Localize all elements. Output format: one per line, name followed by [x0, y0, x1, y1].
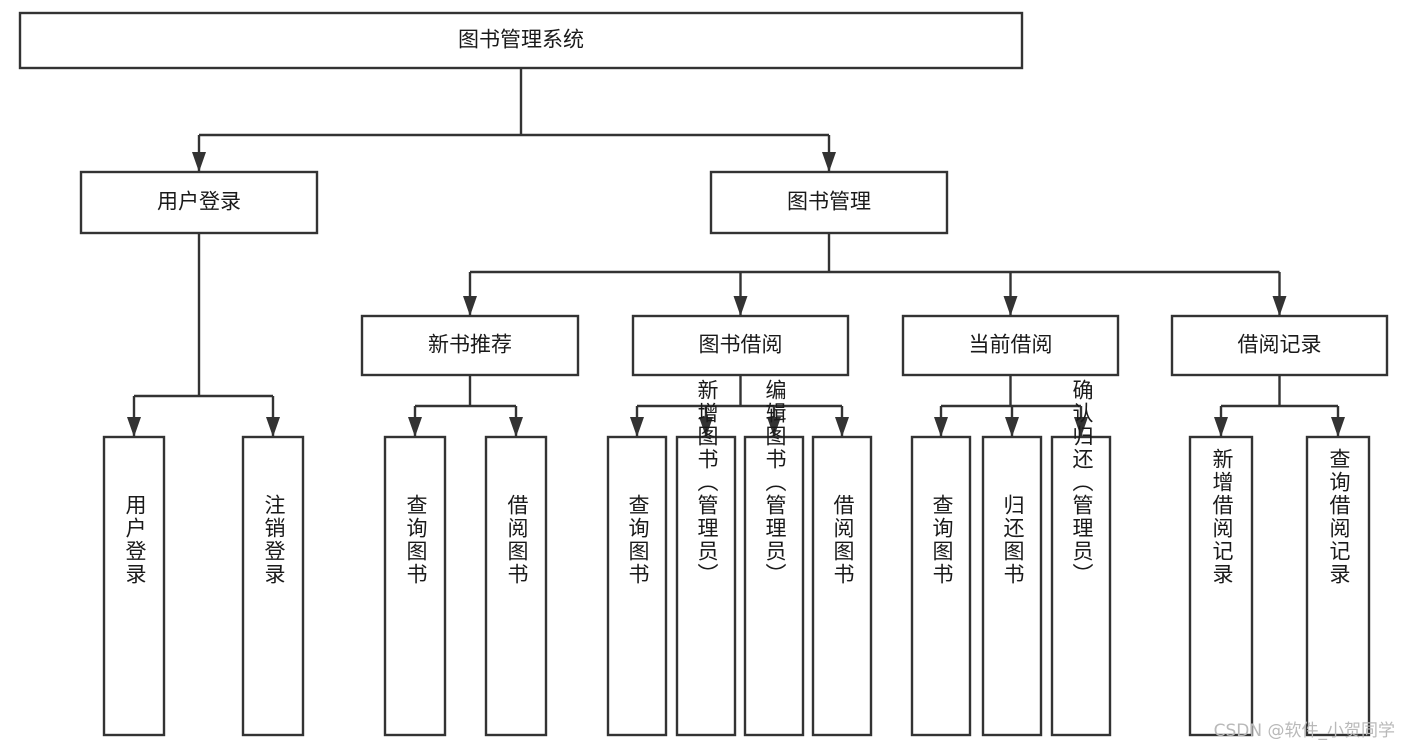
arrow-head-icon — [835, 417, 849, 437]
node-label: 用户登录 — [157, 190, 241, 214]
arrow-head-icon — [1331, 417, 1345, 437]
arrow-head-icon — [1272, 296, 1287, 316]
arrow-head-icon — [1214, 417, 1228, 437]
node-label: 借阅图书 — [831, 494, 855, 586]
arrow-head-icon — [1005, 417, 1019, 437]
node-label: 查询借阅记录 — [1327, 448, 1351, 586]
node-l3_a[interactable]: 新书推荐 — [360, 314, 580, 377]
arrow-head-icon — [767, 417, 781, 437]
node-label: 编辑图书（管理员） — [763, 379, 787, 586]
arrow-head-icon — [463, 296, 477, 316]
nodes-layer: 图书管理系统用户登录图书管理新书推荐图书借阅当前借阅借阅记录用户登录注销登录查询… — [18, 11, 1389, 737]
node-box[interactable] — [79, 170, 319, 235]
node-root[interactable]: 图书管理系统 — [18, 11, 1024, 70]
node-label: 借阅记录 — [1238, 333, 1322, 357]
connector-group-l2_b — [463, 233, 1287, 316]
node-box[interactable] — [901, 314, 1120, 377]
node-box[interactable] — [241, 435, 305, 737]
node-l3_b[interactable]: 图书借阅 — [631, 314, 850, 377]
node-leaf_3[interactable]: 查询图书 — [383, 435, 447, 737]
arrow-head-icon — [127, 417, 141, 437]
node-leaf_10[interactable]: 归还图书 — [981, 435, 1043, 737]
arrow-head-icon — [733, 296, 748, 316]
node-box[interactable] — [675, 435, 737, 737]
node-label: 归还图书 — [1001, 494, 1025, 586]
arrow-head-icon — [1074, 417, 1088, 437]
node-leaf_6[interactable]: 新增图书（管理员） — [675, 379, 737, 737]
node-box[interactable] — [1050, 435, 1112, 737]
node-box[interactable] — [743, 435, 805, 737]
connector-group-root — [192, 68, 836, 172]
node-label: 新增借阅记录 — [1210, 448, 1234, 586]
arrow-head-icon — [408, 417, 422, 437]
connector-group-l3_c — [934, 375, 1088, 437]
node-box[interactable] — [1170, 314, 1389, 377]
watermark-text: CSDN @软件_小贺同学 — [1213, 721, 1395, 741]
node-label: 新书推荐 — [428, 333, 512, 357]
arrow-head-icon — [192, 152, 206, 172]
arrow-head-icon — [266, 417, 280, 437]
node-label: 借阅图书 — [505, 494, 529, 586]
node-box[interactable] — [102, 435, 166, 737]
connector-group-l2_a — [127, 233, 280, 437]
node-box[interactable] — [981, 435, 1043, 737]
node-l3_c[interactable]: 当前借阅 — [901, 314, 1120, 377]
arrow-head-icon — [699, 417, 713, 437]
connector-group-l3_d — [1214, 375, 1345, 437]
arrow-head-icon — [934, 417, 948, 437]
node-box[interactable] — [631, 314, 850, 377]
node-label: 当前借阅 — [969, 333, 1053, 357]
node-leaf_9[interactable]: 查询图书 — [910, 435, 972, 737]
node-label: 确认归还（管理员） — [1070, 379, 1094, 586]
node-leaf_13[interactable]: 查询借阅记录 — [1305, 435, 1371, 737]
node-label: 用户登录 — [123, 494, 147, 586]
node-label: 查询图书 — [626, 494, 650, 586]
node-leaf_4[interactable]: 借阅图书 — [484, 435, 548, 737]
connector-group-l3_b — [630, 375, 849, 437]
arrow-head-icon — [1003, 296, 1018, 316]
node-leaf_12[interactable]: 新增借阅记录 — [1188, 435, 1254, 737]
node-label: 查询图书 — [930, 494, 954, 586]
node-box[interactable] — [811, 435, 873, 737]
node-label: 图书借阅 — [699, 333, 783, 357]
node-label: 查询图书 — [404, 494, 428, 586]
arrow-head-icon — [509, 417, 523, 437]
node-l2_b[interactable]: 图书管理 — [709, 170, 949, 235]
node-box[interactable] — [383, 435, 447, 737]
connector-group-l3_a — [408, 375, 523, 437]
node-box[interactable] — [1305, 435, 1371, 737]
arrow-head-icon — [630, 417, 644, 437]
node-label: 注销登录 — [262, 494, 286, 586]
node-box[interactable] — [910, 435, 972, 737]
node-box[interactable] — [484, 435, 548, 737]
node-leaf_2[interactable]: 注销登录 — [241, 435, 305, 737]
node-label: 图书管理 — [787, 190, 871, 214]
node-box[interactable] — [18, 11, 1024, 70]
node-leaf_8[interactable]: 借阅图书 — [811, 435, 873, 737]
arrow-head-icon — [822, 152, 836, 172]
node-l3_d[interactable]: 借阅记录 — [1170, 314, 1389, 377]
node-leaf_11[interactable]: 确认归还（管理员） — [1050, 379, 1112, 737]
node-box[interactable] — [709, 170, 949, 235]
node-leaf_7[interactable]: 编辑图书（管理员） — [743, 379, 805, 737]
node-leaf_5[interactable]: 查询图书 — [606, 435, 668, 737]
node-label: 图书管理系统 — [458, 28, 584, 52]
node-box[interactable] — [360, 314, 580, 377]
node-box[interactable] — [1188, 435, 1254, 737]
node-box[interactable] — [606, 435, 668, 737]
node-l2_a[interactable]: 用户登录 — [79, 170, 319, 235]
node-label: 新增图书（管理员） — [695, 379, 719, 586]
edges-layer — [127, 68, 1345, 437]
node-leaf_1[interactable]: 用户登录 — [102, 435, 166, 737]
